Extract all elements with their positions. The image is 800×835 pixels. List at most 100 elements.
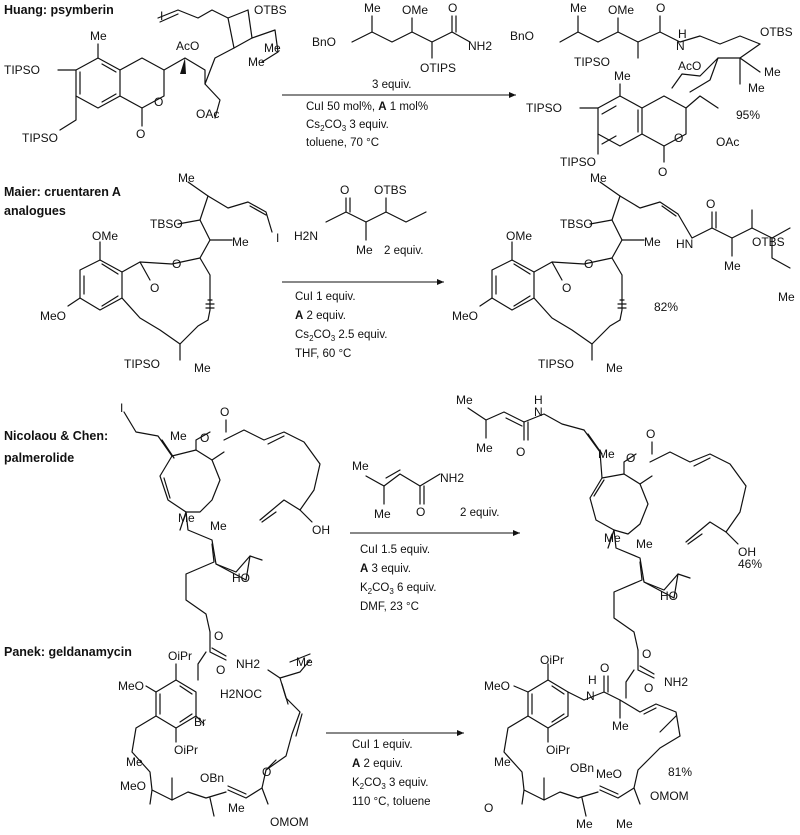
- reagent-label: Me: [356, 243, 373, 257]
- sm-label: Me: [178, 511, 195, 525]
- condition-line: A 2 equiv.: [295, 310, 346, 322]
- condition-line: DMF, 23 °C: [360, 601, 419, 613]
- product-label: H: [534, 393, 543, 407]
- sm-label: OMOM: [270, 815, 309, 829]
- starting-material: I OTBS Me AcO Me Me TIPSO O O OAc TIPSO: [4, 3, 287, 145]
- sm-label: H2NOC: [220, 687, 262, 701]
- product-label: H: [588, 673, 597, 687]
- sm-label: HO: [232, 571, 250, 585]
- product-label: AcO: [678, 59, 701, 73]
- scheme-title: analogues: [4, 204, 66, 218]
- reagent-label: H2N: [294, 229, 318, 243]
- product-label: O: [562, 281, 571, 295]
- product: OiPr MeO H N O Me OiPr OBn Me MeO O Me M…: [484, 653, 689, 831]
- scheme-title: Maier: cruentaren A: [4, 185, 121, 199]
- reagent-label: Me: [364, 1, 381, 15]
- product-label: Me: [604, 531, 621, 545]
- sm-label: OiPr: [174, 743, 198, 757]
- product-label: Me: [614, 69, 631, 83]
- condition-line: CuI 50 mol%, A 1 mol%: [306, 101, 428, 113]
- sm-label: Me: [178, 171, 195, 185]
- sm-label: O: [172, 257, 181, 271]
- condition-line: CuI 1 equiv.: [352, 739, 413, 751]
- starting-material: I Me O O Me Me OH HO O O NH2: [120, 401, 330, 681]
- product-label: O: [658, 165, 667, 179]
- product-label: OiPr: [546, 743, 570, 757]
- sm-label: O: [150, 281, 159, 295]
- yield-label: 46%: [738, 557, 762, 571]
- scheme-maier-cruentaren: Maier: cruentaren A analogues Me TBSO Me…: [4, 171, 795, 375]
- product-label: O: [584, 257, 593, 271]
- product-label: Me: [576, 817, 593, 831]
- scheme-nicolaou-palmerolide: Nicolaou & Chen: palmerolide I Me O O Me…: [4, 393, 762, 699]
- reagent-equiv: 3 equiv.: [372, 79, 411, 91]
- condition-line: Cs2CO3 2.5 equiv.: [295, 329, 387, 343]
- product-label: O: [656, 1, 665, 15]
- sm-label: MeO: [40, 309, 66, 323]
- starting-material: OiPr MeO H2NOC Me Br OiPr OBn Me MeO O M…: [118, 649, 313, 829]
- reagent-label: OMe: [402, 3, 428, 17]
- product-label: Me: [590, 171, 607, 185]
- reagent-label: Me: [352, 459, 369, 473]
- product-label: Me: [636, 537, 653, 551]
- yield-label: 82%: [654, 300, 678, 314]
- product-label: O: [626, 451, 635, 465]
- product-label: N: [534, 405, 543, 419]
- sm-label: OBn: [200, 771, 224, 785]
- product-label: TIPSO: [526, 101, 562, 115]
- sm-label: TIPSO: [4, 63, 40, 77]
- condition-line: K2CO3 6 equiv.: [360, 582, 436, 596]
- condition-line: A 2 equiv.: [352, 758, 403, 770]
- sm-label: OAc: [196, 107, 219, 121]
- product-label: Me: [476, 441, 493, 455]
- product-label: BnO: [510, 29, 534, 43]
- product-label: OTBS: [760, 25, 793, 39]
- product-label: Me: [494, 755, 511, 769]
- yield-label: 81%: [668, 765, 692, 779]
- scheme-title: Huang: psymberin: [4, 3, 114, 17]
- product-label: HN: [676, 237, 693, 251]
- sm-label: Me: [296, 655, 313, 669]
- product-label: TBSO: [560, 217, 593, 231]
- reagent-label: NH2: [468, 39, 492, 53]
- sm-label: O: [216, 663, 225, 677]
- product-label: Me: [612, 719, 629, 733]
- condition-line: THF, 60 °C: [295, 348, 351, 360]
- sm-label: I: [120, 401, 123, 415]
- scheme-title: palmerolide: [4, 451, 74, 465]
- product-label: OMe: [506, 229, 532, 243]
- sm-label: Me: [264, 41, 281, 55]
- reagent-label: BnO: [312, 35, 336, 49]
- product-label: Me: [616, 817, 633, 831]
- condition-line: CuI 1 equiv.: [295, 291, 356, 303]
- product-label: Me: [764, 65, 781, 79]
- product-label: OTBS: [752, 235, 785, 249]
- product-label: Me: [606, 361, 623, 375]
- reagent-label: NH2: [440, 471, 464, 485]
- product-label: TIPSO: [574, 55, 610, 69]
- reagent-equiv: 2 equiv.: [460, 507, 499, 519]
- yield-label: 95%: [736, 108, 760, 122]
- condition-line: CuI 1.5 equiv.: [360, 544, 430, 556]
- product-label: OMe: [608, 3, 634, 17]
- sm-label: NH2: [236, 657, 260, 671]
- sm-label: MeO: [120, 779, 146, 793]
- sm-label: I: [160, 9, 163, 23]
- reagent-equiv: 2 equiv.: [384, 245, 423, 257]
- sm-label: Br: [194, 715, 206, 729]
- product-label: O: [600, 661, 609, 675]
- reagent-amide: Me OMe O BnO NH2 OTIPS 3 equiv.: [312, 1, 492, 91]
- reagent-amide: Me Me NH2 O 2 equiv.: [352, 459, 499, 521]
- sm-label: Me: [90, 29, 107, 43]
- product-label: O: [674, 131, 683, 145]
- sm-label: Me: [248, 55, 265, 69]
- sm-label: Me: [170, 429, 187, 443]
- sm-label: OTBS: [254, 3, 287, 17]
- product-label: O: [706, 197, 715, 211]
- product-label: Me: [456, 393, 473, 407]
- sm-label: OH: [312, 523, 330, 537]
- sm-label: OiPr: [168, 649, 192, 663]
- product-label: O: [646, 427, 655, 441]
- sm-label: O: [136, 127, 145, 141]
